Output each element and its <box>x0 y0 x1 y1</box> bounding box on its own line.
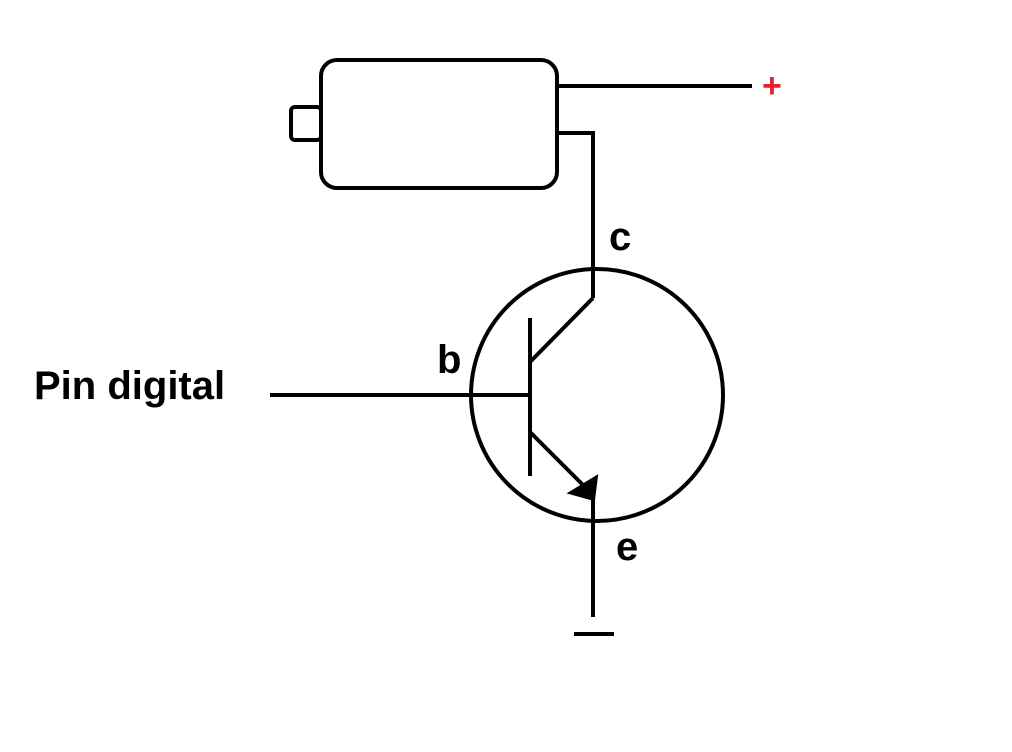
emitter-label: e <box>616 525 638 569</box>
supply-label: + <box>762 67 782 105</box>
base-label: b <box>437 338 461 382</box>
collector-lead <box>528 296 595 364</box>
motor-icon <box>289 58 559 190</box>
collector-wire <box>557 131 595 298</box>
motor-shaft <box>289 105 323 142</box>
input-label: Pin digital <box>34 364 225 408</box>
motor-body <box>319 58 559 190</box>
emitter-arrow <box>566 474 599 502</box>
collector-label: c <box>609 215 631 259</box>
emitter-lead <box>528 430 590 492</box>
